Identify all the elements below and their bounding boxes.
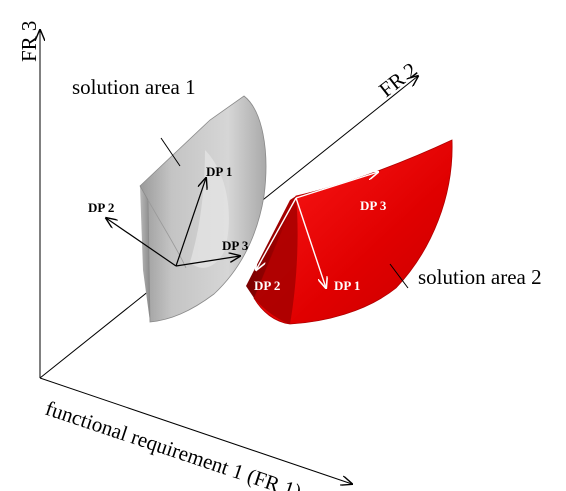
solution-area-2-dp1-arrow [295,197,326,288]
fr3-axis-label: FR 3 [17,21,41,62]
solution-area-2-dark-face [254,196,298,324]
solution-area-2-dp3-arrow [295,172,378,199]
solution-area-1-dp3-label: DP 3 [222,238,249,253]
solution-area-1-dp2-arrow [106,218,177,267]
fr2-axis-label: FR 2 [374,58,421,102]
solution-area-1-left-face [140,186,150,322]
solution-area-1-leader-line [160,137,181,167]
solution-area-2-dp1-label: DP 1 [334,278,360,293]
solution-area-1-front-edge [147,199,187,269]
fr1-axis-label: functional requirement 1 (FR 1) [42,396,304,491]
solution-area-1-highlight [190,150,229,268]
solution-area-1-dp2-label: DP 2 [88,200,114,215]
solution-area-2-dp3-label: DP 3 [360,198,387,213]
solution-area-2-label: solution area 2 [418,265,542,289]
solution-area-2-shape [253,139,453,325]
fr1-axis [39,377,352,484]
solution-area-1-body [139,95,267,323]
solution-area-1-dp1-arrow [175,178,206,267]
solution-area-2-dp2-label: DP 2 [254,278,280,293]
solution-area-1-dp3-arrow [175,256,240,267]
solution-area-1-label: solution area 1 [72,75,196,99]
solution-area-1-vectors [106,178,240,267]
solution-area-2-vectors [256,172,378,288]
solution-area-2-leader-line [389,263,409,289]
solution-area-2-body [246,139,453,325]
solution-area-2-dp2-arrow [256,197,297,270]
solution-area-1-dp1-label: DP 1 [206,164,232,179]
